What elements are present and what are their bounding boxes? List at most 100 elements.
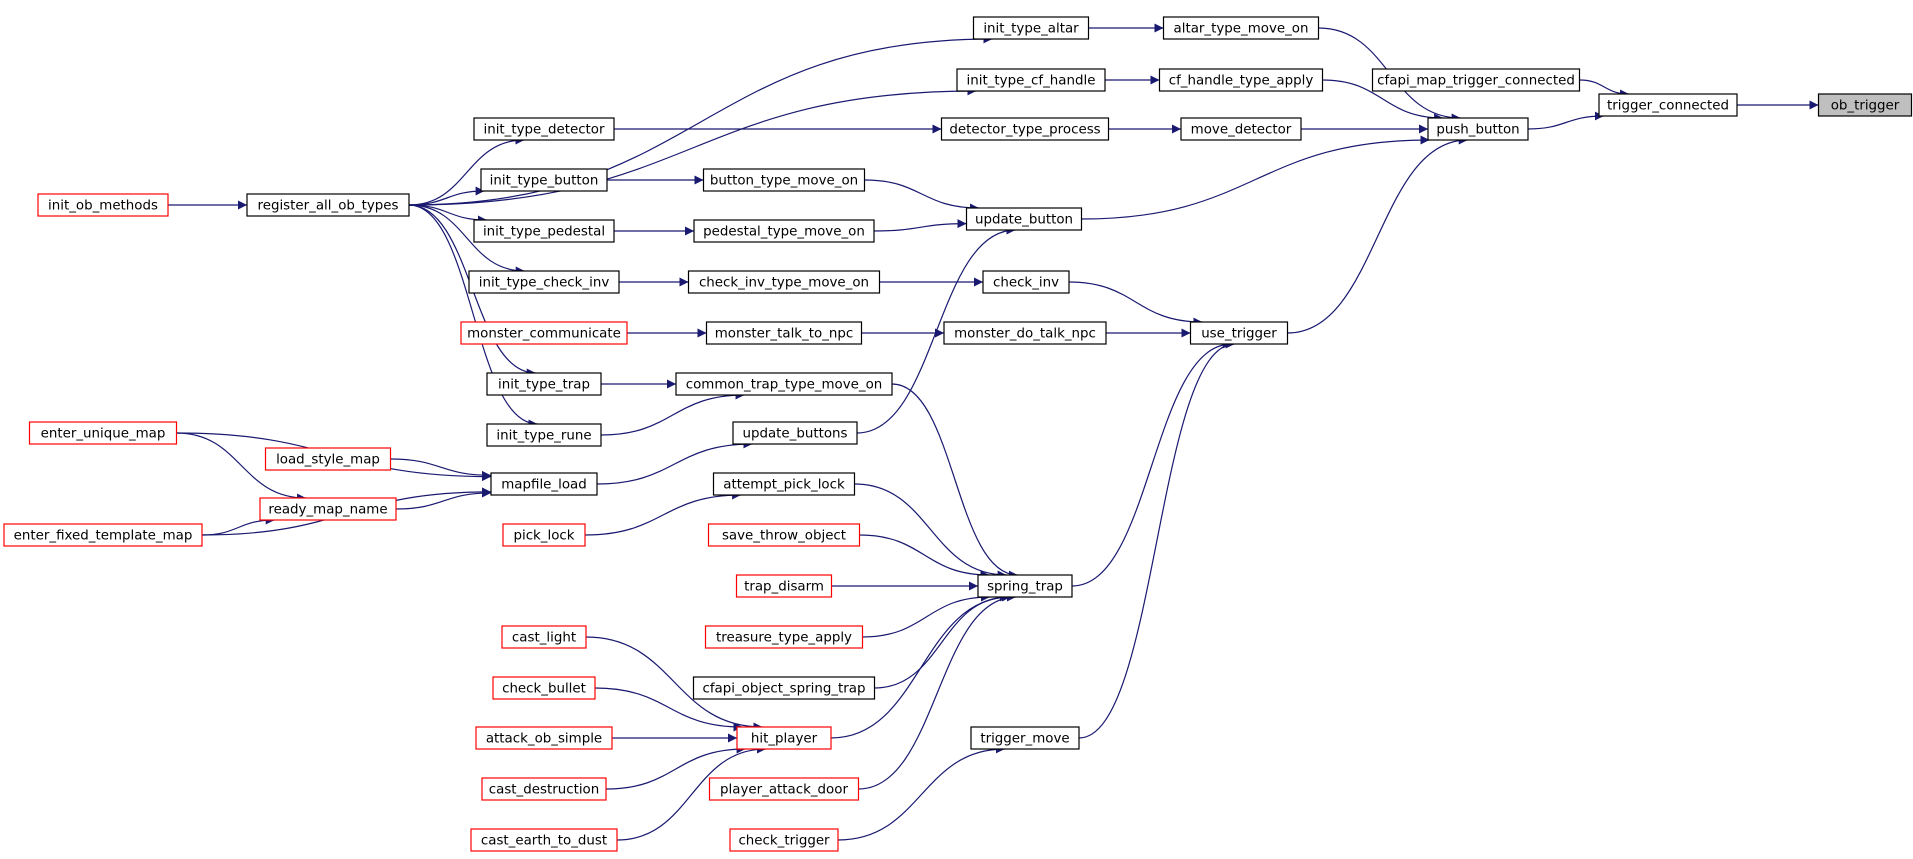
node-mapfile-load[interactable]: mapfile_load	[490, 472, 598, 496]
node-player-attack-door[interactable]: player_attack_door	[708, 777, 860, 801]
edge-cast-light-to-hit-player	[585, 636, 763, 732]
node-box	[982, 270, 1070, 294]
node-box	[1189, 321, 1289, 345]
node-cast-light[interactable]: cast_light	[501, 625, 587, 649]
node-monster-do-talk-npc[interactable]: monster_do_talk_npc	[943, 321, 1107, 345]
node-label: button_type_move_on	[710, 174, 858, 189]
node-label: pick_lock	[513, 529, 574, 544]
node-init-type-cf-handle[interactable]: init_type_cf_handle	[956, 68, 1106, 92]
node-label: cfapi_map_trigger_connected	[1377, 74, 1575, 89]
node-cf-handle-type-apply[interactable]: cf_handle_type_apply	[1158, 68, 1324, 92]
node-init-type-altar[interactable]: init_type_altar	[972, 16, 1090, 40]
node-box	[702, 168, 866, 192]
node-treasure-type-apply[interactable]: treasure_type_apply	[704, 625, 864, 649]
node-label: enter_unique_map	[41, 427, 166, 442]
node-monster-communicate[interactable]: monster_communicate	[460, 321, 628, 345]
node-hit-player[interactable]: hit_player	[736, 726, 832, 750]
node-label: hit_player	[751, 732, 818, 747]
node-label: init_type_button	[490, 174, 599, 189]
node-trigger-connected[interactable]: trigger_connected	[1598, 93, 1738, 117]
node-box	[732, 421, 858, 445]
node-init-ob-methods[interactable]: init_ob_methods	[37, 193, 169, 217]
edge-init-type-rune-to-common-trap-type-move-on	[600, 390, 745, 436]
node-ready-map-name[interactable]: ready_map_name	[259, 497, 397, 521]
node-label: trap_disarm	[744, 580, 824, 595]
node-check-bullet[interactable]: check_bullet	[492, 676, 596, 700]
node-update-button[interactable]: update_button	[965, 207, 1083, 231]
node-box	[687, 270, 881, 294]
node-check-inv-type-move-on[interactable]: check_inv_type_move_on	[687, 270, 881, 294]
node-label: check_inv	[993, 276, 1059, 291]
node-box	[943, 321, 1107, 345]
node-init-type-pedestal[interactable]: init_type_pedestal	[473, 219, 615, 243]
node-push-button[interactable]: push_button	[1427, 117, 1529, 141]
edge-hit-player-to-spring-trap	[830, 592, 1011, 739]
node-box	[486, 423, 602, 447]
node-box	[1371, 68, 1581, 92]
node-attempt-pick-lock[interactable]: attempt_pick_lock	[712, 472, 856, 496]
node-label: init_type_pedestal	[483, 225, 605, 240]
node-ob-trigger[interactable]: ob_trigger	[1817, 93, 1913, 117]
node-label: init_type_check_inv	[479, 276, 610, 291]
edge-enter-unique-map-to-ready-map-name	[176, 432, 307, 503]
node-update-buttons[interactable]: update_buttons	[732, 421, 858, 445]
node-label: load_style_map	[276, 453, 380, 468]
edge-treasure-type-apply-to-spring-trap	[862, 592, 990, 638]
node-cast-destruction[interactable]: cast_destruction	[481, 777, 607, 801]
node-box	[501, 625, 587, 649]
node-pedestal-type-move-on[interactable]: pedestal_type_move_on	[693, 219, 875, 243]
node-label: check_bullet	[502, 682, 586, 697]
node-attack-ob-simple[interactable]: attack_ob_simple	[475, 726, 613, 750]
node-box	[470, 828, 618, 852]
edge-register-all-ob-types-to-init-type-rune	[408, 204, 538, 429]
node-box	[259, 497, 397, 521]
node-detector-type-process[interactable]: detector_type_process	[940, 117, 1110, 141]
node-trap-disarm[interactable]: trap_disarm	[735, 574, 833, 598]
node-pick-lock[interactable]: pick_lock	[502, 523, 586, 547]
node-spring-trap[interactable]: spring_trap	[977, 574, 1073, 598]
node-box	[480, 168, 608, 192]
node-label: use_trigger	[1201, 327, 1277, 342]
node-box	[1427, 117, 1529, 141]
node-init-type-button[interactable]: init_type_button	[480, 168, 608, 192]
node-label: push_button	[1436, 123, 1519, 138]
node-cast-earth-to-dust[interactable]: cast_earth_to_dust	[470, 828, 618, 852]
node-enter-fixed-template-map[interactable]: enter_fixed_template_map	[3, 523, 203, 547]
node-altar-type-move-on[interactable]: altar_type_move_on	[1162, 16, 1320, 40]
node-box	[475, 726, 613, 750]
edge-check-inv-to-use-trigger	[1068, 281, 1203, 327]
edge-spring-trap-to-use-trigger	[1071, 339, 1232, 587]
node-label: cf_handle_type_apply	[1169, 74, 1314, 89]
node-move-detector[interactable]: move_detector	[1180, 117, 1302, 141]
node-enter-unique-map[interactable]: enter_unique_map	[28, 421, 178, 445]
node-box	[972, 16, 1090, 40]
edge-register-all-ob-types-to-init-type-cf-handle	[408, 86, 977, 206]
node-use-trigger[interactable]: use_trigger	[1189, 321, 1289, 345]
edge-check-bullet-to-hit-player	[594, 687, 743, 732]
edge-update-button-to-push-button	[1081, 135, 1430, 220]
node-box	[246, 193, 410, 217]
node-label: update_buttons	[742, 427, 847, 442]
node-init-type-trap[interactable]: init_type_trap	[486, 372, 602, 396]
node-init-type-check-inv[interactable]: init_type_check_inv	[468, 270, 620, 294]
edge-save-throw-object-to-spring-trap	[859, 534, 990, 580]
node-common-trap-type-move-on[interactable]: common_trap_type_move_on	[675, 372, 893, 396]
node-check-trigger[interactable]: check_trigger	[729, 828, 839, 852]
node-box	[712, 472, 856, 496]
node-button-type-move-on[interactable]: button_type_move_on	[702, 168, 866, 192]
node-trigger-move[interactable]: trigger_move	[970, 726, 1080, 750]
node-label: altar_type_move_on	[1174, 22, 1309, 37]
node-monster-talk-to-npc[interactable]: monster_talk_to_npc	[705, 321, 863, 345]
node-cfapi-object-spring-trap[interactable]: cfapi_object_spring_trap	[692, 676, 876, 700]
node-box	[705, 321, 863, 345]
node-cfapi-map-trigger-connected[interactable]: cfapi_map_trigger_connected	[1371, 68, 1581, 92]
node-register-all-ob-types[interactable]: register_all_ob_types	[246, 193, 410, 217]
node-init-type-detector[interactable]: init_type_detector	[473, 117, 615, 141]
node-init-type-rune[interactable]: init_type_rune	[486, 423, 602, 447]
node-save-throw-object[interactable]: save_throw_object	[707, 523, 861, 547]
node-label: enter_fixed_template_map	[14, 529, 193, 544]
node-check-inv[interactable]: check_inv	[982, 270, 1070, 294]
node-box	[1817, 93, 1913, 117]
node-load-style-map[interactable]: load_style_map	[264, 447, 392, 471]
